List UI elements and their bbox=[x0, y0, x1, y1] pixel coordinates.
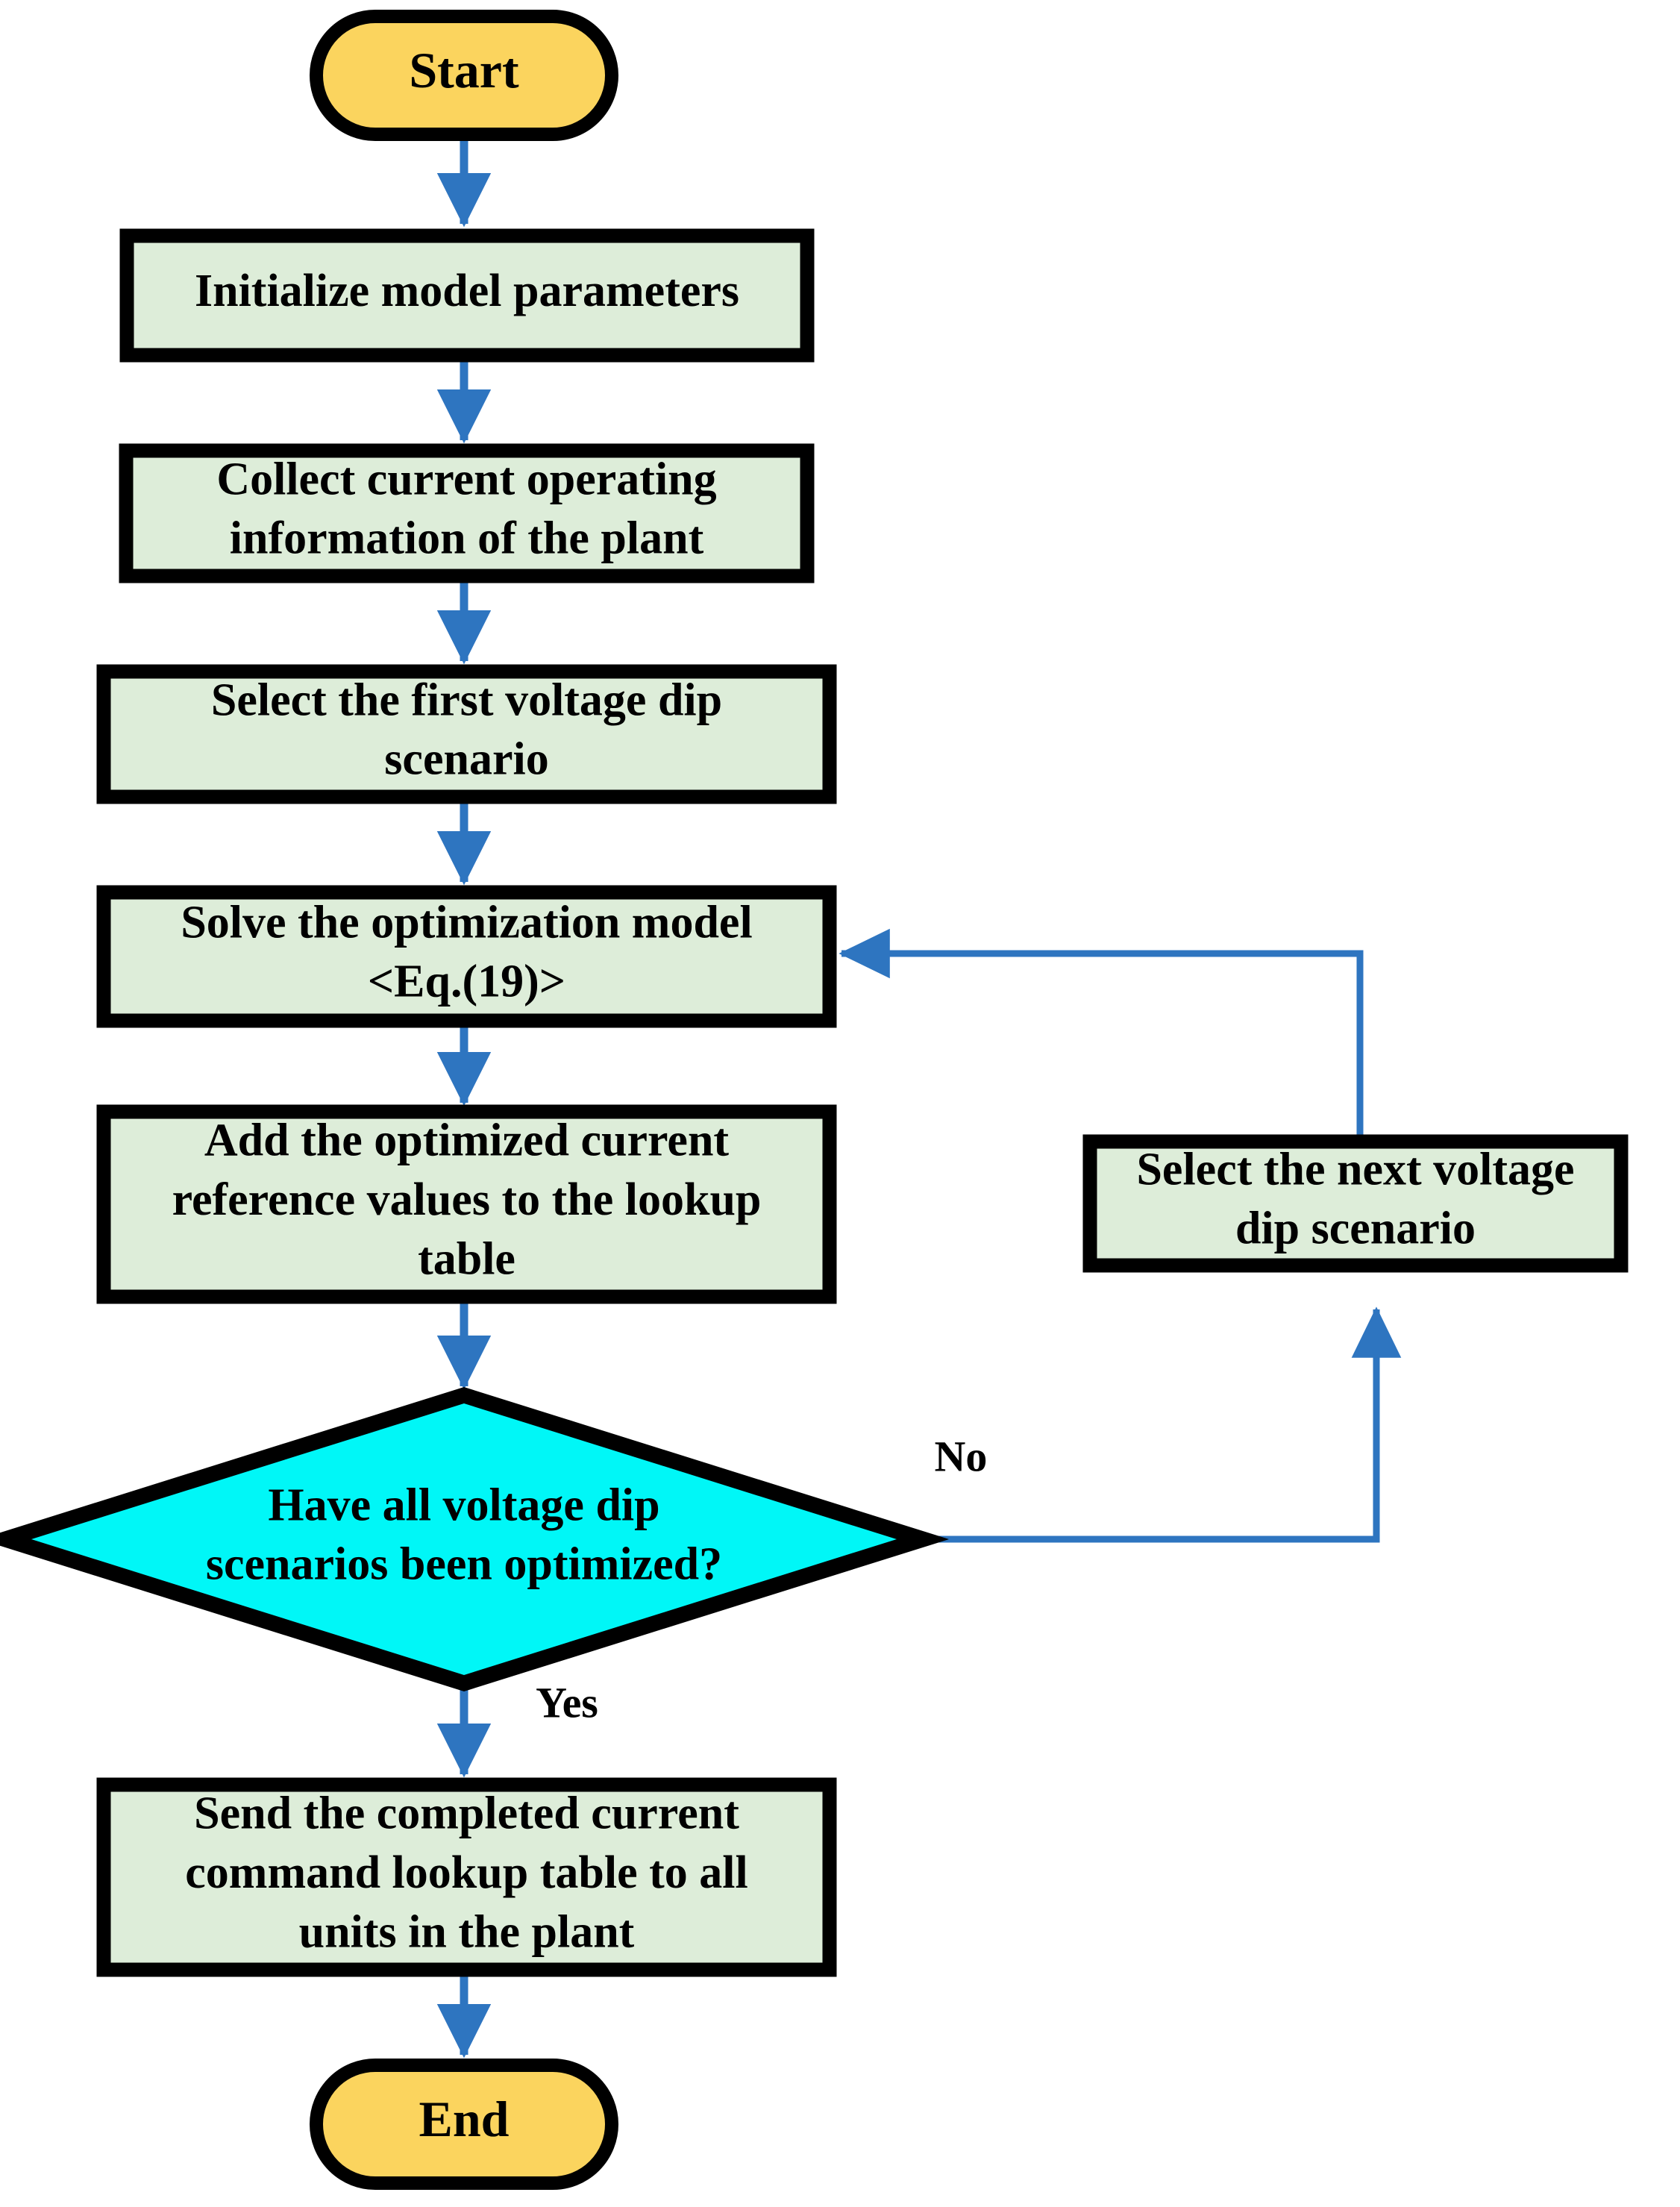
initialize-model-parameters-node[interactable]: Initialize model parameters bbox=[119, 228, 815, 363]
start-node-shape bbox=[310, 10, 618, 141]
connector-decision-no-to-select-next bbox=[923, 1306, 1402, 1543]
solve-optimization-model-node-shape bbox=[96, 885, 837, 1028]
initialize-model-parameters-node-label: Initialize model parameters bbox=[195, 266, 739, 316]
start-node-label: Start bbox=[409, 42, 519, 98]
end-node-shape bbox=[310, 2059, 618, 2190]
start-node[interactable]: Start bbox=[310, 10, 618, 141]
initialize-model-parameters-node-shape bbox=[119, 228, 815, 363]
connectors-layer bbox=[436, 134, 1402, 2059]
edge-label-yes: Yes bbox=[536, 1678, 598, 1727]
edge-label-no: No bbox=[935, 1432, 988, 1480]
end-node[interactable]: End bbox=[310, 2059, 618, 2190]
send-lookup-table-node-shape bbox=[96, 1777, 837, 1977]
end-node-label: End bbox=[419, 2091, 510, 2147]
all-scenarios-optimized-decision-shape bbox=[0, 1386, 950, 1692]
connector-select-next-to-solve bbox=[839, 928, 1364, 1142]
solve-optimization-model-node-label: Solve the optimization model<Eq.(19)> bbox=[181, 898, 752, 1007]
add-reference-values-node-shape bbox=[96, 1104, 837, 1304]
collect-operating-info-node-shape bbox=[119, 443, 815, 583]
select-first-scenario-node-shape bbox=[96, 664, 837, 804]
select-next-scenario-node-shape bbox=[1082, 1134, 1629, 1273]
solve-optimization-model-node[interactable]: Solve the optimization model<Eq.(19)> bbox=[96, 885, 837, 1028]
